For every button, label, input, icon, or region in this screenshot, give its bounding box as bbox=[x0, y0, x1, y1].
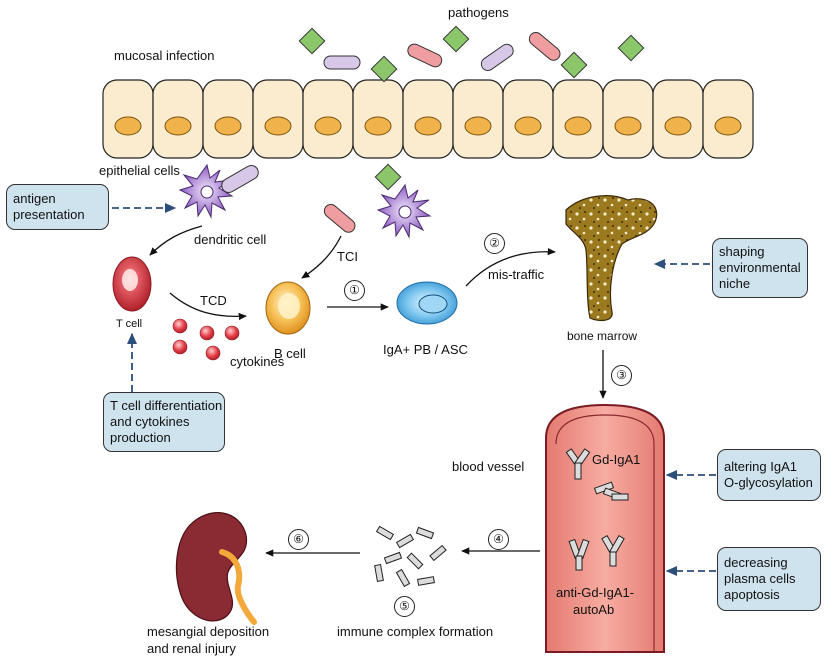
gd-iga1-label: Gd-IgA1 bbox=[592, 452, 641, 467]
cytokines-label: cytokines bbox=[230, 354, 285, 369]
box-line: decreasing bbox=[724, 555, 788, 570]
b-cell-icon bbox=[265, 281, 311, 335]
dendritic-cell-antigen-icon bbox=[374, 163, 432, 239]
box-line: environmental bbox=[719, 260, 801, 275]
step-3: ③ bbox=[611, 365, 632, 386]
t-cell-label: T cell bbox=[116, 318, 143, 330]
tci-label: TCI bbox=[337, 249, 358, 264]
anti-gd-label-line1: anti-Gd-IgA1- bbox=[556, 585, 635, 600]
blood-vessel-label: blood vessel bbox=[452, 459, 525, 474]
t-cell-differentiation-box: T cell differentiation and cytokines pro… bbox=[103, 392, 225, 452]
intervention-arrows bbox=[112, 202, 716, 577]
box-line: niche bbox=[719, 276, 751, 291]
dendritic-cell-icon bbox=[178, 163, 259, 219]
b-cell-label: B cell bbox=[274, 346, 306, 361]
step-5: ⑤ bbox=[394, 596, 415, 617]
tcd-label: TCD bbox=[200, 293, 227, 308]
box-line: and cytokines bbox=[110, 414, 190, 429]
box-line: plasma cells bbox=[724, 571, 796, 586]
decreasing-plasma-box: decreasing plasma cells apoptosis bbox=[717, 547, 821, 611]
epithelial-layer bbox=[102, 79, 754, 159]
box-line: apoptosis bbox=[724, 587, 780, 602]
tci-pathogen-icon bbox=[323, 203, 356, 233]
mesangial-label-line1: mesangial deposition bbox=[147, 624, 270, 639]
box-line: antigen bbox=[13, 191, 56, 206]
dendritic-cell-label: dendritic cell bbox=[194, 232, 267, 247]
step-4: ④ bbox=[488, 529, 509, 550]
gd-iga1-antibody-icon bbox=[565, 448, 629, 501]
mis-traffic-label: mis-traffic bbox=[488, 267, 545, 282]
box-line: production bbox=[110, 430, 171, 445]
immune-complex-label: immune complex formation bbox=[337, 624, 494, 639]
iga-pb-asc-label: IgA+ PB / ASC bbox=[383, 342, 468, 357]
box-line: altering IgA1 bbox=[724, 459, 797, 474]
box-line: T cell differentiation bbox=[110, 398, 223, 413]
epithelial-cells-label: epithelial cells bbox=[99, 163, 180, 178]
bone-marrow-label: bone marrow bbox=[567, 329, 638, 343]
anti-gd-label-line2: autoAb bbox=[573, 602, 615, 617]
box-line: O-glycosylation bbox=[724, 475, 813, 490]
flow-arrows bbox=[149, 225, 607, 557]
step-6: ⑥ bbox=[288, 529, 309, 550]
t-cell-icon bbox=[112, 256, 152, 312]
step-1: ① bbox=[344, 280, 365, 301]
kidney-icon bbox=[175, 512, 257, 625]
anti-gd-antibody-icon bbox=[568, 535, 625, 571]
cytokines-icon bbox=[172, 318, 240, 361]
mucosal-infection-label: mucosal infection bbox=[114, 48, 215, 63]
box-line: shaping bbox=[719, 244, 765, 259]
box-line: presentation bbox=[13, 207, 85, 222]
plasma-cell-icon bbox=[396, 281, 458, 325]
immune-complex-icon bbox=[374, 525, 447, 588]
pathogens-label: pathogens bbox=[448, 5, 509, 20]
antigen-presentation-box: antigen presentation bbox=[6, 184, 109, 230]
pathogens-icon bbox=[298, 25, 645, 83]
bone-marrow-icon bbox=[565, 195, 658, 322]
mesangial-label-line2: and renal injury bbox=[147, 641, 236, 656]
step-2: ② bbox=[484, 233, 505, 254]
altering-iga1-box: altering IgA1 O-glycosylation bbox=[717, 449, 821, 501]
shaping-niche-box: shaping environmental niche bbox=[712, 238, 808, 298]
